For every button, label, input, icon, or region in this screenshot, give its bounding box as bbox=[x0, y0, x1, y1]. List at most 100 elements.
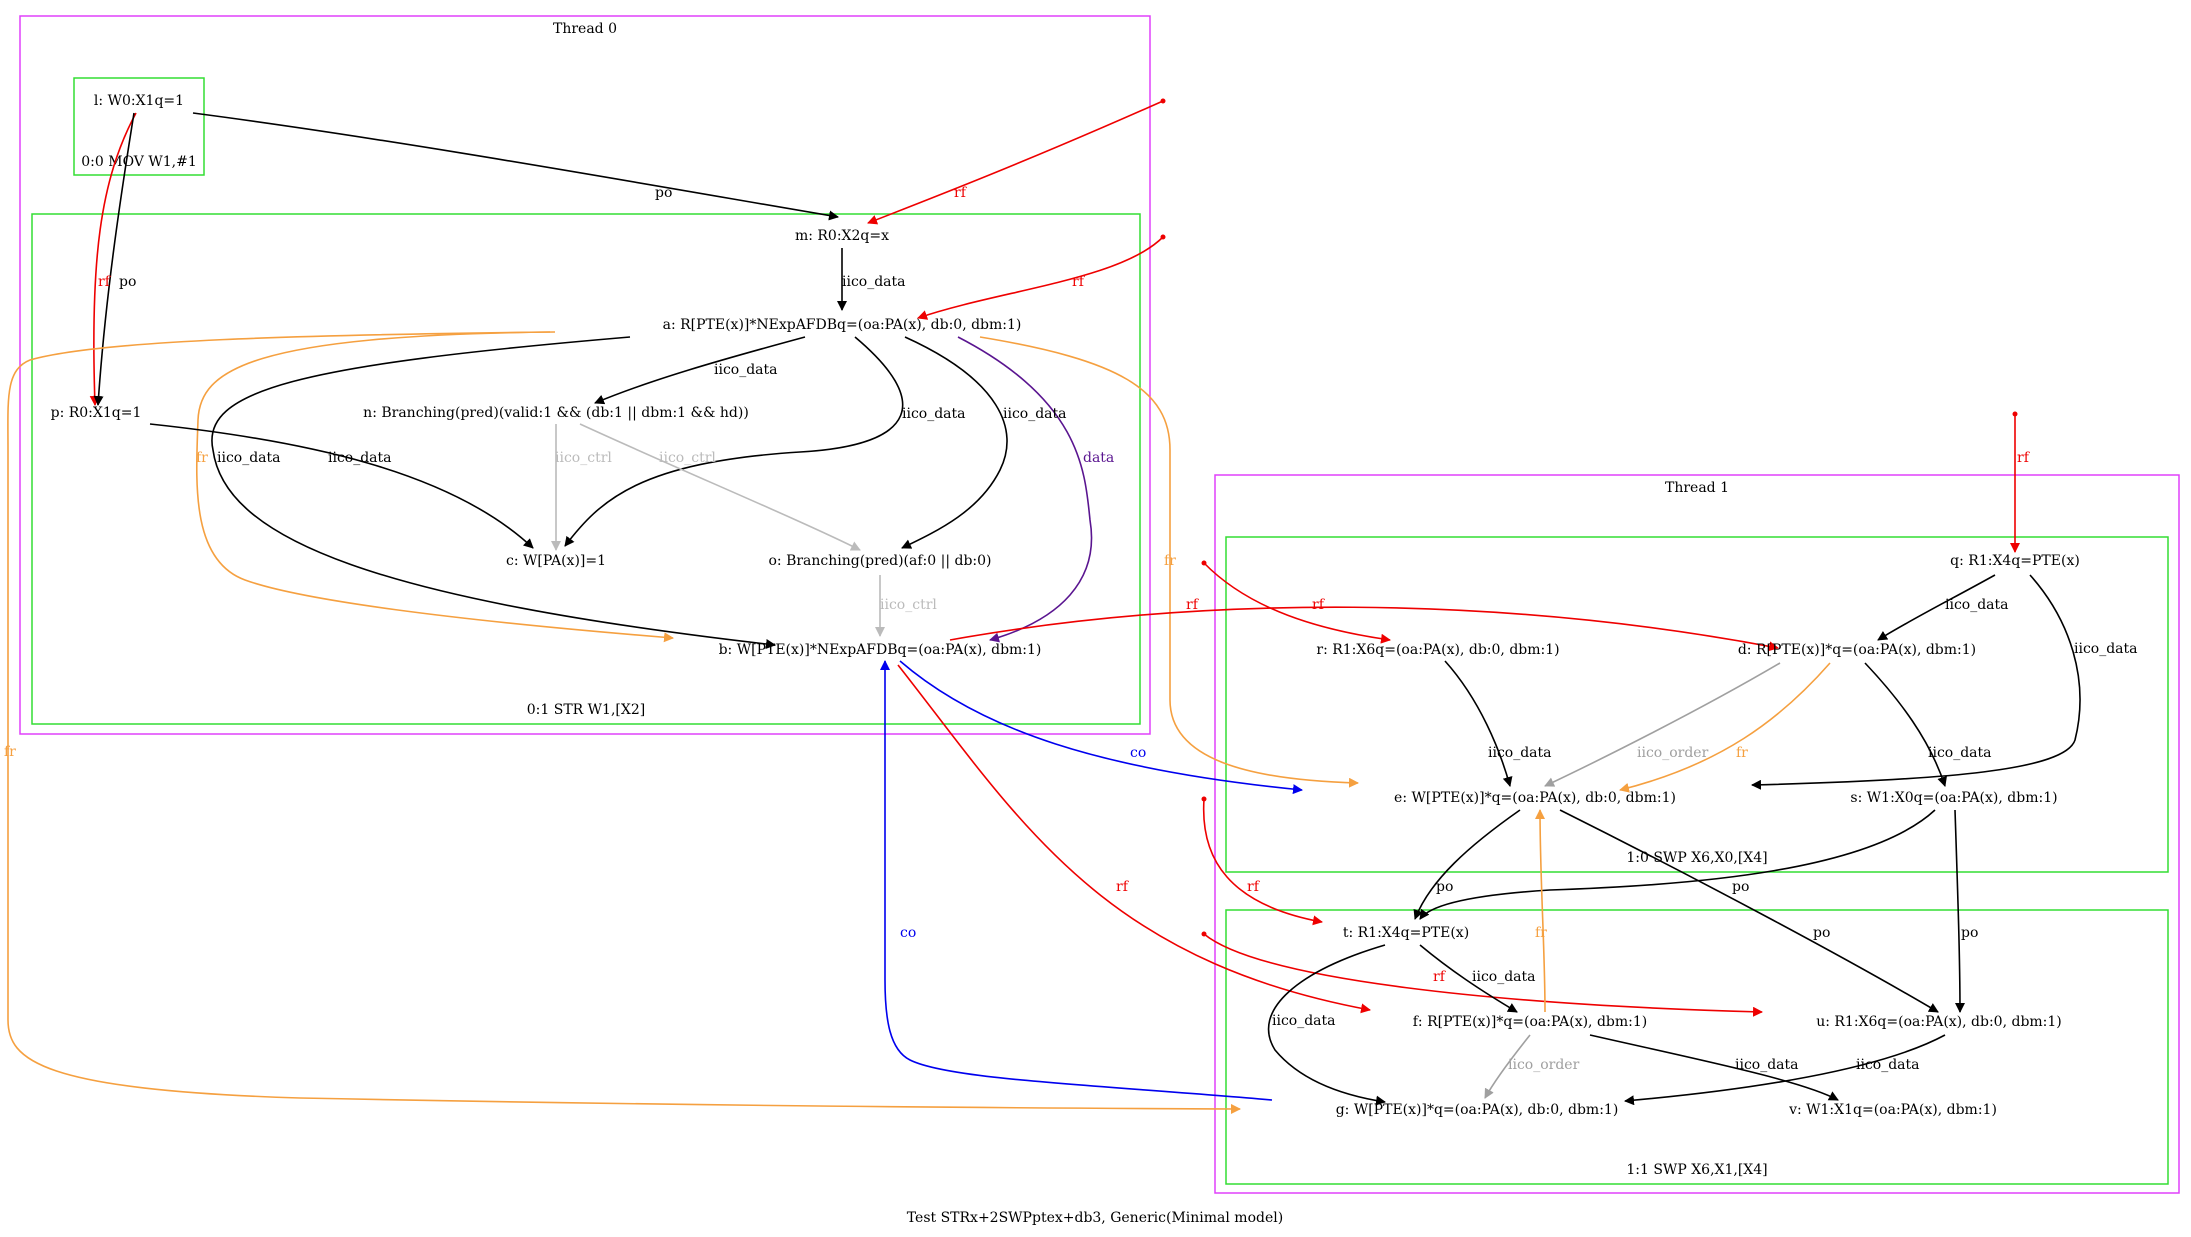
instr-1-1-label: 1:1 SWP X6,X1,[X4] bbox=[1626, 1162, 1767, 1178]
nodes: l: W0:X1q=1 m: R0:X2q=x a: R[PTE(x)]*NEx… bbox=[51, 93, 2080, 1118]
edge-label-b-f-rf: rf bbox=[1116, 879, 1130, 895]
thread-0-label: Thread 0 bbox=[553, 21, 617, 37]
edge-label-f-v: iico_data bbox=[1735, 1057, 1799, 1073]
edge-label-d-s: iico_data bbox=[1928, 745, 1992, 761]
edge-a-b-iico bbox=[211, 336, 776, 649]
edge-label-m-a: iico_data bbox=[842, 274, 906, 290]
edge-label-a-b-data: data bbox=[1083, 450, 1114, 466]
edge-init-a-rf bbox=[917, 236, 1164, 320]
node-m: m: R0:X2q=x bbox=[795, 228, 889, 244]
edge-d-s-iico bbox=[1864, 662, 1947, 787]
thread-1-label: Thread 1 bbox=[1665, 480, 1729, 496]
edge-a-g-fr bbox=[7, 331, 1241, 1114]
edge-label-init-a-rf: rf bbox=[1072, 274, 1086, 290]
edge-n-o-ctrl bbox=[579, 423, 861, 551]
edge-q-e-iico bbox=[1751, 574, 2081, 790]
edge-label-u-g: iico_data bbox=[1856, 1057, 1920, 1073]
edge-t-f-iico bbox=[1419, 944, 1518, 1013]
edge-f-g-order bbox=[1484, 1034, 1531, 1099]
edge-label-r-e: iico_data bbox=[1488, 745, 1552, 761]
thread-1-cluster bbox=[1214, 474, 2180, 1194]
init-dot-r bbox=[1201, 560, 1207, 566]
node-t: t: R1:X4q=PTE(x) bbox=[1343, 925, 1469, 941]
edge-s-u-po bbox=[1954, 809, 1965, 1013]
edge-label-n-o: iico_ctrl bbox=[659, 450, 716, 466]
edge-p-c-iico bbox=[149, 423, 534, 549]
edge-label-e-t: po bbox=[1436, 879, 1453, 895]
edge-b-e-co bbox=[899, 660, 1303, 795]
node-o: o: Branching(pred)(af:0 || db:0) bbox=[768, 553, 991, 569]
edge-a-b-fr bbox=[195, 331, 674, 643]
edge-label-e-u: po bbox=[1732, 879, 1749, 895]
node-p: p: R0:X1q=1 bbox=[51, 405, 142, 421]
edge-a-b-data bbox=[957, 336, 1093, 643]
edge-r-e-iico bbox=[1444, 660, 1513, 787]
node-n: n: Branching(pred)(valid:1 && (db:1 || d… bbox=[363, 405, 749, 421]
node-g: g: W[PTE(x)]*q=(oa:PA(x), db:0, dbm:1) bbox=[1336, 1102, 1619, 1118]
edge-init-t-rf bbox=[1202, 798, 1323, 926]
node-c: c: W[PA(x)]=1 bbox=[506, 553, 606, 569]
edge-label-g-b-co: co bbox=[900, 925, 916, 941]
edge-label-q-e: iico_data bbox=[2074, 641, 2138, 657]
node-u: u: R1:X6q=(oa:PA(x), db:0, dbm:1) bbox=[1816, 1014, 2062, 1030]
node-d: d: R[PTE(x)]*q=(oa:PA(x), dbm:1) bbox=[1738, 642, 1976, 658]
node-a: a: R[PTE(x)]*NExpAFDBq=(oa:PA(x), db:0, … bbox=[663, 317, 1022, 333]
edge-a-c-iico bbox=[564, 336, 904, 547]
init-dot-t bbox=[1201, 796, 1207, 802]
edge-init-u-rf bbox=[1203, 933, 1763, 1017]
instr-0-1-label: 0:1 STR W1,[X2] bbox=[527, 702, 645, 718]
edge-label-a-c: iico_data bbox=[902, 406, 966, 422]
instr-0-1-cluster bbox=[31, 213, 1141, 725]
edge-label-d-e-fr: fr bbox=[1736, 745, 1748, 761]
instr-1-0-label: 1:0 SWP X6,X0,[X4] bbox=[1626, 850, 1767, 866]
thread-0-cluster bbox=[19, 15, 1151, 735]
edge-u-g-iico bbox=[1624, 1034, 1946, 1106]
edge-label-f-e-fr: fr bbox=[1535, 925, 1547, 941]
edge-label-a-g-fr: fr bbox=[4, 744, 16, 760]
edge-label-d-e-order: iico_order bbox=[1637, 745, 1709, 761]
edge-f-v-iico bbox=[1589, 1034, 1839, 1101]
edge-b-f-rf bbox=[897, 664, 1371, 1014]
init-dot-u bbox=[1201, 931, 1207, 937]
edge-a-o-iico bbox=[901, 336, 1008, 549]
node-v: v: W1:X1q=(oa:PA(x), dbm:1) bbox=[1788, 1102, 1997, 1118]
edge-label-init-q-rf: rf bbox=[2017, 450, 2031, 466]
node-e: e: W[PTE(x)]*q=(oa:PA(x), db:0, dbm:1) bbox=[1394, 790, 1676, 806]
node-q: q: R1:X4q=PTE(x) bbox=[1950, 553, 2080, 569]
init-dot-a bbox=[1160, 234, 1166, 240]
instr-0-0-cluster bbox=[73, 77, 205, 176]
edge-label-a-n: iico_data bbox=[714, 362, 778, 378]
edge-a-n-iico bbox=[594, 336, 806, 405]
edge-d-e-order bbox=[1544, 662, 1781, 787]
edge-label-init-m-rf: rf bbox=[954, 185, 968, 201]
init-dot-q bbox=[2012, 411, 2018, 417]
edge-labels: po rf po rf iico_data rf iico_data iico_… bbox=[4, 185, 2138, 1073]
edge-label-o-b: iico_ctrl bbox=[880, 597, 937, 613]
edge-l-p-po bbox=[93, 112, 135, 406]
edge-label-init-u-rf: rf bbox=[1433, 969, 1447, 985]
edge-label-a-b-fr: fr bbox=[196, 450, 208, 466]
edge-label-l-p-rf: rf bbox=[98, 274, 112, 290]
edge-e-u-po bbox=[1559, 809, 1939, 1013]
edge-label-p-c: iico_data bbox=[328, 450, 392, 466]
edge-label-f-g-order: iico_order bbox=[1508, 1057, 1580, 1073]
instr-1-0-cluster bbox=[1225, 536, 2169, 873]
init-dot-m bbox=[1160, 98, 1166, 104]
edge-label-s-u: po bbox=[1961, 925, 1978, 941]
instr-0-0-label: 0:0 MOV W1,#1 bbox=[81, 154, 197, 170]
node-s: s: W1:X0q=(oa:PA(x), dbm:1) bbox=[1850, 790, 2057, 806]
edge-label-b-e-co: co bbox=[1130, 745, 1146, 761]
edge-e-t-po bbox=[1413, 809, 1521, 920]
edge-label-init-t-rf: rf bbox=[1247, 879, 1261, 895]
edge-label-a-e-fr: fr bbox=[1164, 553, 1176, 569]
edge-label-l-p-po: po bbox=[119, 274, 136, 290]
edge-f-e-fr bbox=[1535, 809, 1546, 1013]
edge-a-e-fr bbox=[979, 336, 1359, 788]
edge-l-m-po bbox=[192, 112, 839, 221]
edge-label-l-m-po: po bbox=[655, 185, 672, 201]
edge-label-q-d: iico_data bbox=[1945, 597, 2009, 613]
edge-label-b-d-rf-a: rf bbox=[1186, 597, 1200, 613]
edge-label-a-b-iico: iico_data bbox=[217, 450, 281, 466]
edge-d-e-fr bbox=[1619, 662, 1831, 793]
